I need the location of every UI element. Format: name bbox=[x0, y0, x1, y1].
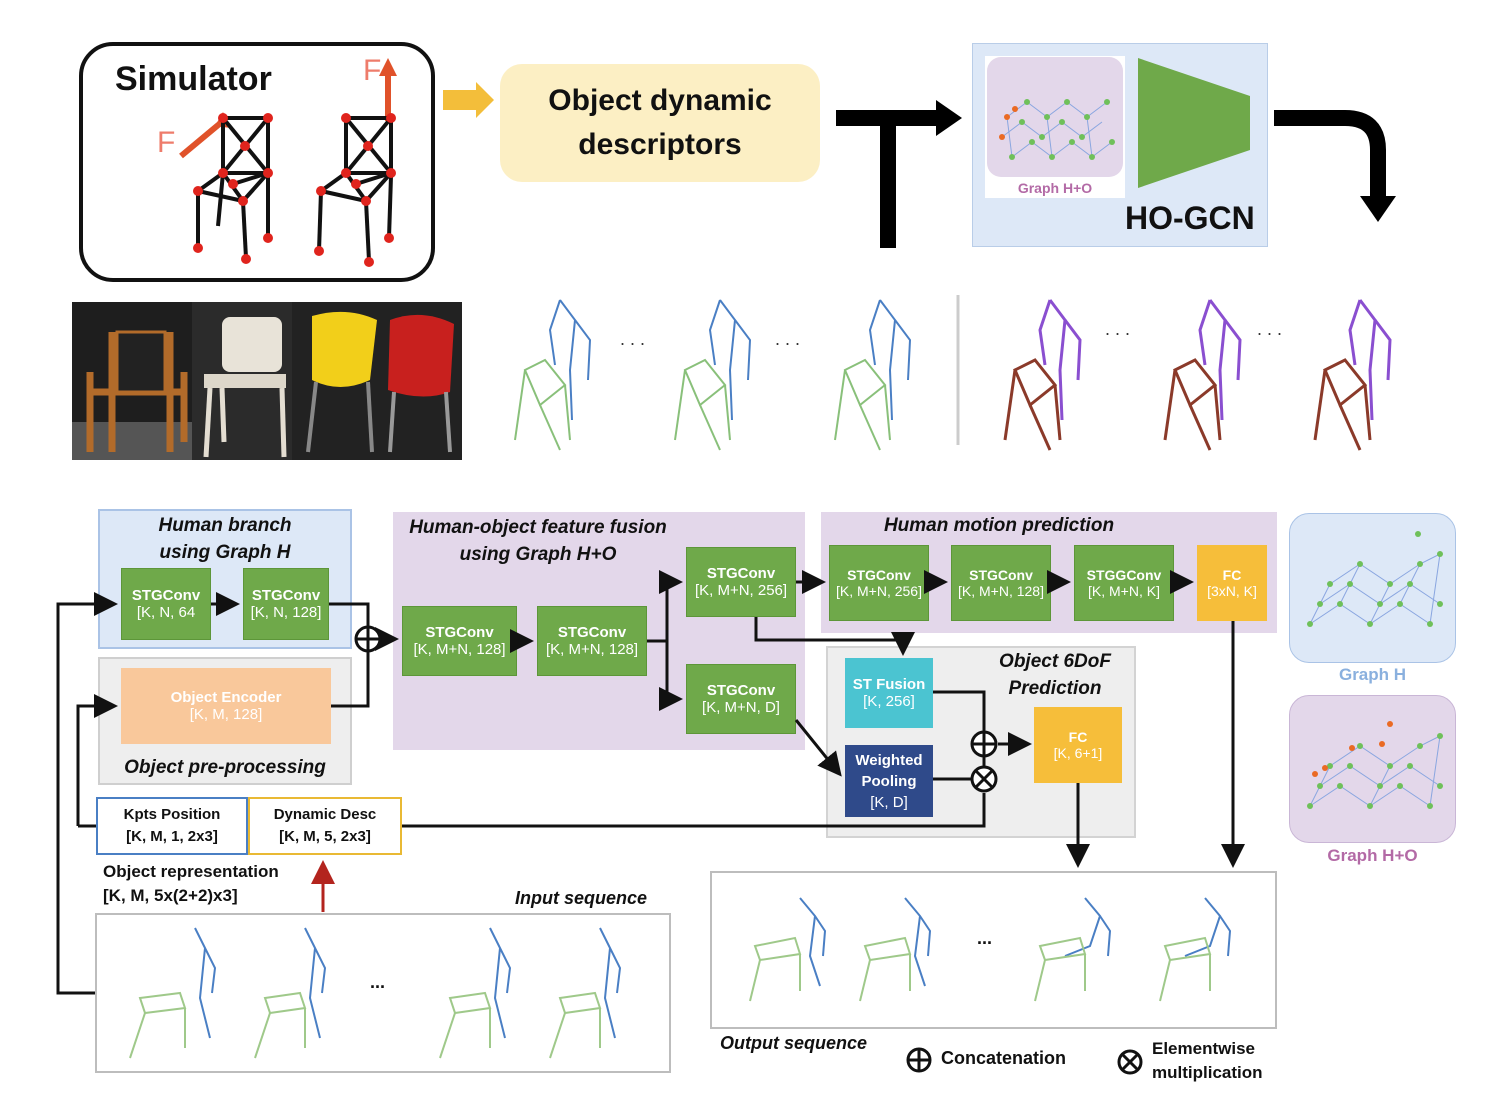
encoder-shape: [K, M, 128] bbox=[189, 706, 263, 723]
object-preprocessing-title: Object pre-processing bbox=[124, 757, 326, 778]
graph-ho-card bbox=[1289, 695, 1456, 843]
output-sequence-box bbox=[710, 871, 1277, 1029]
encoder-name: Object Encoder bbox=[170, 689, 282, 706]
block-shape: [K, 6+1] bbox=[1053, 745, 1103, 761]
block-shape: [K, M+N, D] bbox=[702, 699, 780, 716]
concat-legend-icon bbox=[906, 1047, 932, 1073]
block-name: STGConv bbox=[706, 682, 776, 699]
input-sequence-poses bbox=[129, 927, 622, 1059]
output-ellipsis: ... bbox=[977, 928, 993, 948]
block-shape: [K, M+N, 128] bbox=[545, 641, 639, 658]
simulator-box: Simulator bbox=[79, 42, 435, 282]
force-label-right: F bbox=[363, 54, 382, 87]
input-sequence-label: Input sequence bbox=[515, 888, 648, 908]
human-branch-title-1: Human branch bbox=[158, 515, 292, 536]
hogcn-inset-label: Graph H+O bbox=[1017, 180, 1093, 196]
motion-fc: FC [3xN, K] bbox=[1197, 545, 1267, 621]
motion-stgconv-2: STGConv [K, M+N, 128] bbox=[951, 545, 1051, 621]
mult-line-2: multiplication bbox=[1152, 1063, 1263, 1082]
human-branch-title-2: using Graph H bbox=[159, 542, 291, 563]
graph-h-card bbox=[1289, 513, 1456, 663]
concat-legend-label: Concatenation bbox=[941, 1048, 1067, 1068]
ellipsis-2: . . . bbox=[775, 329, 800, 349]
block-shape: [K, M+N, K] bbox=[1088, 583, 1160, 599]
human-stgconv-1: STGConv [K, N, 64 bbox=[121, 568, 211, 640]
descriptors-line-2: descriptors bbox=[578, 128, 742, 161]
pooling-name-1: Weighted bbox=[855, 751, 923, 769]
block-shape: [K, N, 128] bbox=[250, 604, 322, 621]
mult-legend-icon bbox=[1117, 1049, 1143, 1075]
object-dynamic-descriptors-box: Object dynamic descriptors bbox=[500, 64, 820, 182]
fusion-title: Human-object feature fusion using Graph … bbox=[393, 514, 683, 568]
block-shape: [K, M+N, 256] bbox=[836, 583, 922, 599]
descriptors-line-1: Object dynamic bbox=[548, 84, 772, 117]
mult-legend-label: Elementwise multiplication bbox=[1152, 1037, 1263, 1085]
graph-h-label: Graph H bbox=[1338, 665, 1407, 684]
object6dof-title: Object 6DoF Prediction bbox=[980, 648, 1130, 702]
human-branch-title: Human branch using Graph H bbox=[98, 512, 352, 566]
kpts-name: Kpts Position bbox=[123, 806, 221, 823]
block-name: ST Fusion bbox=[852, 676, 926, 693]
object-repr-line-2: [K, M, 5x(2+2)x3] bbox=[103, 886, 238, 905]
mult-line-1: Elementwise bbox=[1152, 1039, 1255, 1058]
motion-stgconv-1: STGConv [K, M+N, 256] bbox=[829, 545, 929, 621]
kpts-shape: [K, M, 1, 2x3] bbox=[126, 828, 218, 845]
object6dof-title-2: Prediction bbox=[1008, 678, 1102, 699]
fusion-stgconv-3: STGConv [K, M+N, 256] bbox=[686, 547, 796, 617]
block-name: STGConv bbox=[847, 567, 911, 583]
fusion-stgconv-2: STGConv [K, M+N, 128] bbox=[537, 606, 647, 676]
ellipsis-3: . . . bbox=[1105, 319, 1130, 339]
object6dof-title-1: Object 6DoF bbox=[999, 651, 1111, 672]
hogcn-label: HO-GCN bbox=[1125, 200, 1255, 236]
block-name: STGConv bbox=[969, 567, 1033, 583]
force-label-left: F bbox=[157, 126, 176, 159]
output-sequence-label: Output sequence bbox=[720, 1033, 868, 1053]
object6dof-fc: FC [K, 6+1] bbox=[1034, 707, 1122, 783]
input-ellipsis: ... bbox=[370, 972, 386, 992]
dyn-shape: [K, M, 5, 2x3] bbox=[279, 828, 371, 845]
block-shape: [K, N, 64 bbox=[136, 604, 196, 621]
motion-title: Human motion prediction bbox=[883, 515, 1115, 536]
object-representation-label: Object representation [K, M, 5x(2+2)x3] bbox=[103, 860, 279, 908]
block-name: STGGConv bbox=[1086, 567, 1162, 583]
real-chairs-photos bbox=[72, 302, 462, 460]
block-name: STGConv bbox=[251, 587, 321, 604]
block-name: FC bbox=[1068, 729, 1088, 745]
graph-ho-label: Graph H+O bbox=[1327, 846, 1418, 865]
block-name: STGConv bbox=[706, 565, 776, 582]
block-name: STGConv bbox=[425, 624, 494, 641]
weighted-pooling-block: Weighted Pooling [K, D] bbox=[845, 745, 933, 817]
output-sequence-poses bbox=[749, 897, 1232, 1002]
ellipsis-4: . . . bbox=[1257, 319, 1282, 339]
pooling-name-2: Pooling bbox=[861, 772, 917, 790]
block-shape: [3xN, K] bbox=[1207, 583, 1257, 599]
fusion-title-1: Human-object feature fusion bbox=[409, 517, 667, 538]
object-encoder-block: Object Encoder [K, M, 128] bbox=[121, 668, 331, 744]
block-shape: [K, D] bbox=[870, 793, 908, 811]
dyn-name: Dynamic Desc bbox=[273, 806, 377, 823]
fusion-title-2: using Graph H+O bbox=[459, 544, 617, 565]
object-repr-line-1: Object representation bbox=[103, 862, 279, 881]
block-shape: [K, M+N, 128] bbox=[413, 641, 506, 658]
kpts-position-box: Kpts Position [K, M, 1, 2x3] bbox=[96, 797, 248, 855]
fusion-stgconv-4: STGConv [K, M+N, D] bbox=[686, 664, 796, 734]
block-shape: [K, 256] bbox=[863, 693, 915, 710]
hogcn-graph-inset bbox=[987, 57, 1123, 177]
fusion-stgconv-1: STGConv [K, M+N, 128] bbox=[402, 606, 517, 676]
block-name: FC bbox=[1222, 567, 1242, 583]
motion-stggconv-3: STGGConv [K, M+N, K] bbox=[1074, 545, 1174, 621]
block-name: STGConv bbox=[557, 624, 627, 641]
hogcn-decoder-shape bbox=[1138, 58, 1250, 188]
simulator-title: Simulator bbox=[115, 60, 272, 98]
simulator-chairs bbox=[179, 58, 397, 267]
human-stgconv-2: STGConv [K, N, 128] bbox=[243, 568, 329, 640]
ellipsis-1: . . . bbox=[620, 329, 645, 349]
block-name: STGConv bbox=[131, 587, 201, 604]
block-shape: [K, M+N, 256] bbox=[694, 582, 788, 599]
block-shape: [K, M+N, 128] bbox=[958, 583, 1044, 599]
pose-sequence-figures: . . . . . . . . . . . . bbox=[514, 295, 1392, 451]
dynamic-desc-box: Dynamic Desc [K, M, 5, 2x3] bbox=[248, 797, 402, 855]
st-fusion-block: ST Fusion [K, 256] bbox=[845, 658, 933, 728]
hogcn-panel: Graph H+O HO-GCN bbox=[972, 43, 1268, 247]
